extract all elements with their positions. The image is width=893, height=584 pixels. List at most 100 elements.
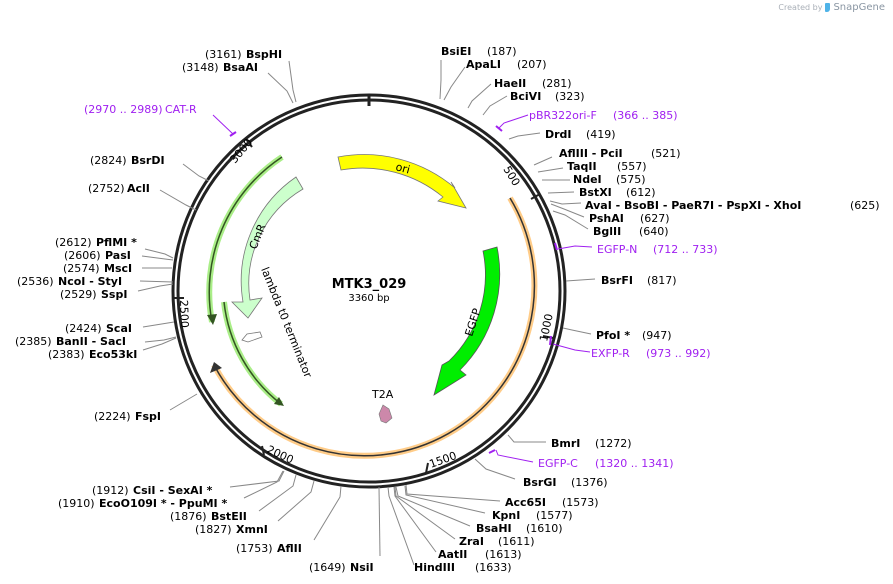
orf-green-arcs [206, 154, 284, 407]
site-aflii[interactable]: (1753)AflII [236, 485, 342, 555]
svg-text:(817): (817) [647, 274, 677, 287]
site-csii-sexai[interactable]: (1912)CsiI - SexAI * [92, 470, 285, 497]
svg-text:KpnI: KpnI [492, 509, 520, 522]
svg-text:(575): (575) [616, 173, 646, 186]
site-bmri[interactable]: BmrI(1272) [507, 434, 632, 450]
site-hindiii[interactable]: HindIII(1633) [387, 486, 512, 574]
site-pasi[interactable]: (2606)PasI [64, 249, 174, 262]
svg-text:(1876): (1876) [170, 510, 207, 523]
primer-cat-r[interactable]: (2970 .. 2989) CAT-R [84, 103, 237, 137]
svg-text:(557): (557) [617, 160, 647, 173]
credit-prefix: Created by [778, 3, 823, 12]
site-aatii[interactable]: AatII(1613) [393, 486, 522, 561]
site-ncoi-styi[interactable]: (2536)NcoI - StyI [17, 275, 174, 288]
site-bsphi[interactable]: (3161)BspHI [205, 48, 297, 103]
svg-text:(1649): (1649) [309, 561, 346, 574]
svg-text:(1910): (1910) [58, 497, 95, 510]
svg-text:TaqII: TaqII [567, 160, 597, 173]
svg-text:(521): (521) [651, 147, 681, 160]
site-drdi[interactable]: DrdI (419) [508, 128, 616, 141]
svg-text:Acc65I: Acc65I [505, 496, 546, 509]
site-bsahi[interactable]: BsaHI (1610) [395, 486, 563, 535]
site-bsiei[interactable]: BsiEI(187) [439, 45, 517, 100]
site-taqii[interactable]: TaqII (557) [537, 160, 647, 173]
site-bsrdi[interactable]: (2824) BsrDI [90, 154, 210, 182]
svg-text:(2824): (2824) [90, 154, 127, 167]
svg-text:(1376): (1376) [571, 476, 608, 489]
primer-egfp-c[interactable]: EGFP-C (1320 .. 1341) [488, 449, 674, 470]
feature-lambda-t0-terminator[interactable]: lambda t0 terminator [241, 265, 315, 380]
tick-1000: 1000 [537, 313, 556, 343]
svg-text:(2529): (2529) [60, 288, 97, 301]
site-pshai[interactable]: PshAI(627) [550, 203, 670, 225]
sites-left: (3161)BspHI (3148)BsaAI (2824) BsrDI (275… [15, 48, 381, 574]
site-bstxi[interactable]: BstXI(612) [547, 186, 656, 199]
site-xmni[interactable]: (1827)XmnI [195, 480, 315, 536]
feature-t2a[interactable]: T2A [371, 388, 394, 424]
site-bsrgi[interactable]: BsrGI(1376) [474, 458, 608, 489]
svg-text:(1573): (1573) [562, 496, 599, 509]
site-eco0109i-ppumi[interactable]: (1910)EcoO109I * - PpuMI * [58, 470, 284, 510]
site-fspi[interactable]: (2224) FspI [94, 393, 198, 423]
site-afliii-pcii[interactable]: AflIII - PciI(521) [533, 147, 681, 166]
primer-egfp-n[interactable]: EGFP-N (712 .. 733) [554, 242, 718, 256]
site-banii-saci[interactable]: (2385) BanII - SacI [15, 335, 177, 348]
site-bsteii[interactable]: (1876)BstEII [170, 474, 297, 523]
svg-text:ZraI: ZraI [459, 535, 484, 548]
svg-text:(3148): (3148) [182, 61, 219, 74]
svg-text:(2385): (2385) [15, 335, 52, 348]
svg-text:AvaI - BsoBI - PaeR7I -: AvaI - BsoBI - PaeR7I - PspXI - XhoI [585, 199, 801, 212]
site-pflmi[interactable]: (2612)PflMI * [55, 236, 174, 259]
primer-exfp-r[interactable]: EXFP-R (973 .. 992) [549, 335, 711, 360]
site-bglii[interactable]: BglII(640) [552, 210, 669, 238]
tick-2500: 2500 [177, 300, 191, 328]
svg-text:BanII - SacI: BanII - SacI [56, 335, 126, 348]
site-bcivi[interactable]: BciVI(323) [482, 90, 585, 116]
site-apali[interactable]: ApaLI(207) [443, 58, 547, 101]
backbone [171, 93, 567, 489]
feature-cmr[interactable]: CmR [231, 176, 304, 319]
site-avai-xhoi[interactable]: AvaI - BsoBI - PaeR7I - PspXI - XhoI(625… [549, 199, 880, 212]
svg-text:PfoI *: PfoI * [596, 329, 630, 342]
svg-text:(1753): (1753) [236, 542, 273, 555]
svg-text:XmnI: XmnI [236, 523, 268, 536]
site-ndei[interactable]: NdeI(575) [542, 173, 646, 186]
svg-text:Eco53kI: Eco53kI [89, 348, 137, 361]
svg-text:(1610): (1610) [526, 522, 563, 535]
svg-text:SspI: SspI [101, 288, 127, 301]
feature-ori[interactable]: ori [337, 154, 467, 209]
site-acc65i[interactable]: Acc65I (1573) [405, 484, 599, 509]
svg-text:FspI: FspI [135, 410, 161, 423]
site-sspi[interactable]: (2529) SspI [60, 283, 174, 301]
site-acli[interactable]: (2752)AclI [88, 182, 197, 211]
site-bsrfi[interactable]: BsrFI(817) [565, 274, 677, 287]
snapgene-logo-icon [825, 3, 831, 12]
primer-name: EGFP-C [538, 457, 578, 470]
svg-text:PflMI *: PflMI * [96, 236, 137, 249]
site-pfoi[interactable]: PfoI *(947) [562, 327, 672, 342]
svg-text:BsrDI: BsrDI [131, 154, 165, 167]
site-bsaai[interactable]: (3148)BsaAI [182, 61, 294, 104]
svg-text:PshAI: PshAI [589, 212, 624, 225]
site-haeii[interactable]: HaeII(281) [467, 77, 572, 109]
svg-text:(640): (640) [639, 225, 669, 238]
svg-text:(2224): (2224) [94, 410, 131, 423]
plasmid-name: MTK3_029 [332, 277, 407, 292]
svg-text:DrdI: DrdI [545, 128, 572, 141]
site-kpni[interactable]: KpnI(1577) [404, 485, 573, 522]
svg-text:(419): (419) [586, 128, 616, 141]
site-zrai[interactable]: ZraI(1611) [394, 486, 535, 548]
site-msci[interactable]: (2574)MscI [63, 262, 172, 275]
site-eco53ki[interactable]: (2383) Eco53kI [48, 337, 177, 361]
svg-text:MscI: MscI [104, 262, 132, 275]
svg-text:BsaHI: BsaHI [476, 522, 512, 535]
feature-egfp[interactable]: EGFP [433, 246, 501, 396]
svg-text:BsiEI: BsiEI [441, 45, 471, 58]
svg-text:(1613): (1613) [485, 548, 522, 561]
site-nsii[interactable]: (1649)NsiI [309, 486, 381, 574]
svg-text:(2383): (2383) [48, 348, 85, 361]
primer-range: (973 .. 992) [646, 347, 711, 360]
primer-pbr322ori-f[interactable]: pBR322ori-F (366 .. 385) [495, 109, 678, 132]
svg-text:(2606): (2606) [64, 249, 101, 262]
site-scai[interactable]: (2424)ScaI [65, 321, 175, 335]
